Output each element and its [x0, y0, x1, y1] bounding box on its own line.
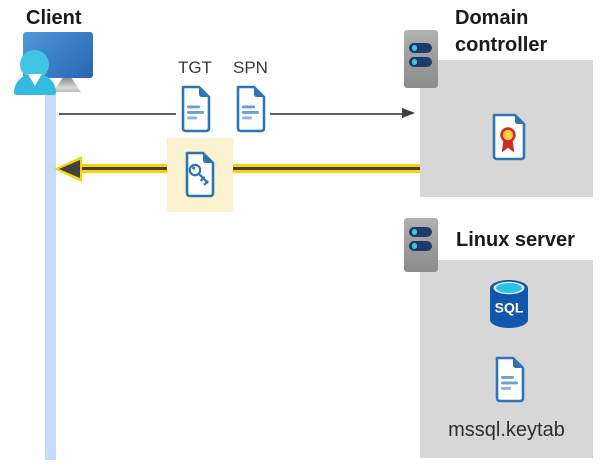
server-drive-bar: [409, 57, 432, 67]
tgt-label: TGT: [178, 58, 212, 77]
request-arrow-head-icon: [402, 108, 415, 118]
sql-badge-label: SQL: [495, 300, 524, 316]
keytab-document-icon: [495, 356, 525, 403]
domain-controller-label: Domain controller: [455, 7, 548, 56]
linux-server-icon: [404, 218, 438, 272]
keytab-filename-label: mssql.keytab: [448, 419, 565, 441]
tgt-document-icon: [181, 85, 211, 133]
key-ticket-document-icon: [185, 151, 215, 198]
spn-document-icon: [236, 85, 266, 133]
request-arrow-line-right: [270, 113, 403, 115]
sql-database-icon: SQL: [490, 280, 528, 328]
spn-label: SPN: [233, 58, 268, 77]
request-arrow-line-left: [59, 113, 176, 115]
domain-controller-server-icon: [404, 30, 438, 88]
client-label: Client: [26, 7, 82, 29]
server-drive-bar: [409, 241, 432, 251]
server-drive-bar: [409, 227, 432, 237]
linux-server-label: Linux server: [456, 229, 575, 251]
server-drive-bar: [409, 43, 432, 53]
key-icon: [188, 163, 209, 186]
client-monitor-stand: [53, 78, 81, 92]
response-arrow-line: [70, 167, 420, 170]
client-lifeline-bar: [45, 92, 56, 460]
certificate-icon: [492, 113, 526, 161]
response-arrow-head-icon: [59, 160, 80, 178]
